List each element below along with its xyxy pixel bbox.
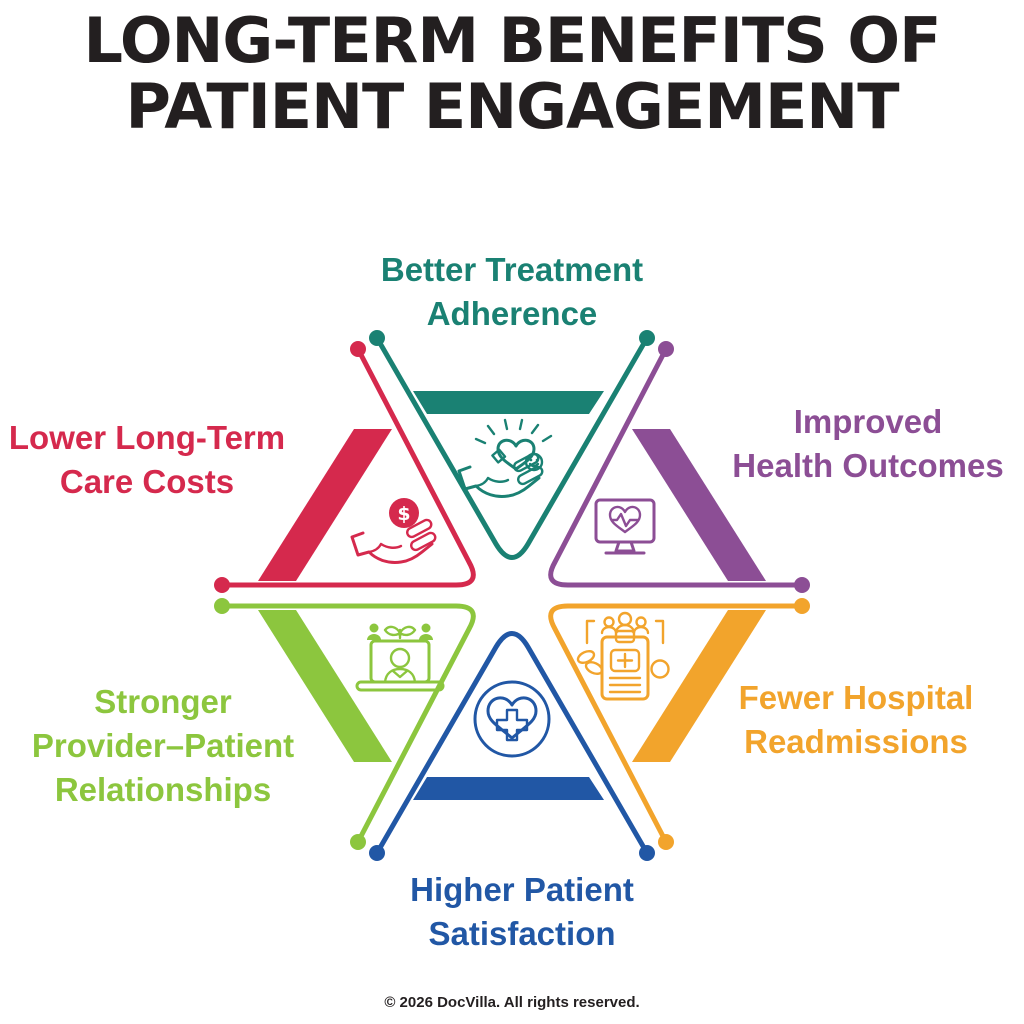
label-line: Readmissions <box>744 723 968 760</box>
label-line: Relationships <box>54 771 272 808</box>
segment-lower-long-term-care-costs: $ <box>214 341 476 593</box>
label-line: Adherence <box>426 295 598 332</box>
accent-bar <box>258 610 392 762</box>
monitor-heartbeat-icon <box>594 498 656 555</box>
segment-stronger-provider-patient-relationships <box>214 598 476 850</box>
corner-dot <box>214 577 230 593</box>
accent-bar <box>632 610 766 762</box>
label-line: Provider–Patient <box>31 727 295 764</box>
hand-dollar-coin-icon: $ <box>350 498 439 565</box>
copyright-text: © 2026 DocVilla. All rights reserved. <box>384 994 640 1011</box>
label-line: Stronger <box>94 683 232 720</box>
corner-dot <box>214 598 230 614</box>
heart-cross-circle-icon <box>473 680 551 758</box>
segment-fewer-hospital-readmissions <box>548 598 810 850</box>
segment-higher-patient-satisfaction <box>369 631 655 861</box>
corner-dot <box>350 834 366 850</box>
page-title: LONG-TERM BENEFITS OF PATIENT ENGAGEMENT <box>0 8 1024 140</box>
dollar-symbol: $ <box>397 503 410 525</box>
label-better-treatment-adherence: Better Treatment Adherence <box>262 248 762 336</box>
corner-dot <box>658 834 674 850</box>
label-stronger-provider-patient-relationships: Stronger Provider–Patient Relationships <box>18 680 308 812</box>
page-title-line: LONG-TERM BENEFITS OF <box>83 4 942 77</box>
accent-bar <box>413 391 604 414</box>
label-line: Fewer Hospital <box>738 679 974 716</box>
label-line: Improved <box>793 403 943 440</box>
patient-clipboard-icon <box>576 611 670 701</box>
triangle-outline <box>548 603 805 845</box>
corner-dot <box>658 341 674 357</box>
label-improved-health-outcomes: Improved Health Outcomes <box>712 400 1024 488</box>
segment-improved-health-outcomes <box>548 341 810 593</box>
segment-better-treatment-adherence <box>369 330 655 560</box>
label-fewer-hospital-readmissions: Fewer Hospital Readmissions <box>698 676 1014 764</box>
accent-bar <box>413 777 604 800</box>
corner-dot <box>639 330 655 346</box>
label-line: Higher Patient <box>410 871 634 908</box>
triangle-outline <box>374 335 650 560</box>
label-line: Lower Long-Term <box>8 419 286 456</box>
corner-dot <box>794 598 810 614</box>
triangle-outline <box>548 346 805 588</box>
label-line: Satisfaction <box>428 915 616 952</box>
label-line: Care Costs <box>59 463 235 500</box>
accent-bar <box>632 429 766 581</box>
telehealth-laptop-icon <box>355 623 445 692</box>
corner-dot <box>794 577 810 593</box>
corner-dot <box>350 341 366 357</box>
triangle-outline <box>219 346 476 588</box>
corner-dot <box>369 845 385 861</box>
label-higher-patient-satisfaction: Higher Patient Satisfaction <box>272 868 772 956</box>
triangle-outline <box>219 603 476 845</box>
label-line: Better Treatment <box>380 251 644 288</box>
label-line: Health Outcomes <box>732 447 1004 484</box>
accent-bar <box>258 429 392 581</box>
page-title-line: PATIENT ENGAGEMENT <box>125 70 900 143</box>
hand-holding-smiley-heart-icon <box>457 418 553 499</box>
corner-dot <box>639 845 655 861</box>
corner-dot <box>369 330 385 346</box>
label-lower-long-term-care-costs: Lower Long-Term Care Costs <box>0 416 294 504</box>
triangle-outline <box>374 631 650 856</box>
